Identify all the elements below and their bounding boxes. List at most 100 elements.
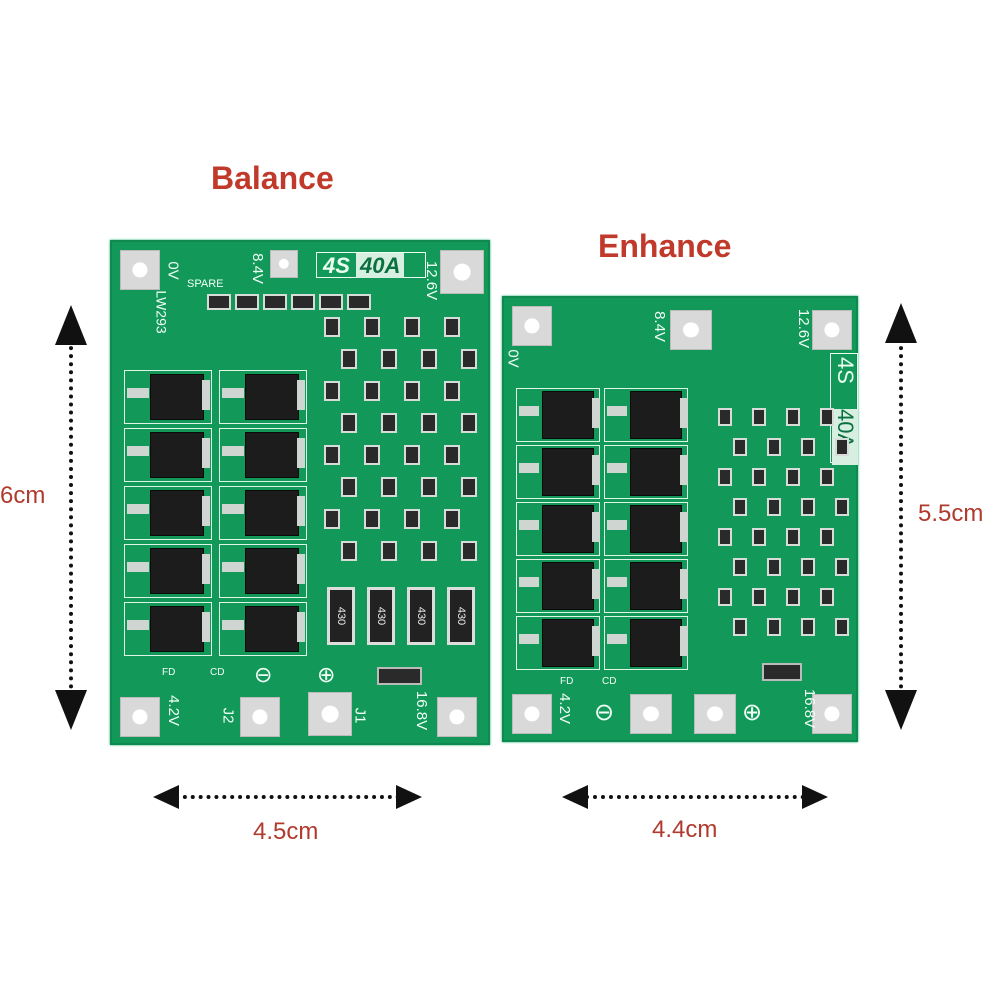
mosfet-lead <box>127 446 149 456</box>
mosfet-tab <box>297 496 305 526</box>
smd-component <box>341 541 357 561</box>
smd-component <box>364 381 380 401</box>
smd-component <box>718 528 732 546</box>
mosfet-lead <box>222 562 244 572</box>
mosfet <box>630 619 682 667</box>
mosfet-tab <box>297 554 305 584</box>
smd-component <box>381 541 397 561</box>
pad-16v8 <box>812 694 852 734</box>
pad-0v <box>512 306 552 346</box>
smd-component <box>381 349 397 369</box>
balance-label: Balance <box>211 160 334 196</box>
cd-label: CD <box>602 676 617 687</box>
mosfet <box>542 448 594 496</box>
fd-label: FD <box>162 667 176 678</box>
smd-component <box>444 445 460 465</box>
mosfet <box>245 490 299 536</box>
smd-component <box>444 381 460 401</box>
balance-bms-board: 0V 8.4V 12.6V 4S 40A SPARE LW293 4.2V J2… <box>110 240 490 745</box>
mosfet-outline <box>219 602 307 656</box>
smd-component <box>767 498 781 516</box>
smd-component <box>341 477 357 497</box>
smd-component <box>786 528 800 546</box>
mosfet-lead <box>519 406 539 416</box>
pad-4v2 <box>512 694 552 734</box>
mosfet <box>542 562 594 610</box>
smd-component <box>461 349 477 369</box>
mosfet-tab <box>297 612 305 642</box>
spare-label: SPARE <box>187 278 224 290</box>
mosfet-lead <box>607 463 627 473</box>
rating-badge: 4S 40A <box>316 252 426 278</box>
mosfet-tab <box>202 438 210 468</box>
pad-minus <box>630 694 672 734</box>
mosfet-outline <box>124 370 212 424</box>
mosfet-tab <box>592 512 600 542</box>
mosfet-outline <box>219 370 307 424</box>
mosfet-tab <box>592 626 600 656</box>
mosfet <box>150 606 204 652</box>
cd-label: CD <box>210 667 225 678</box>
smd-component <box>324 381 340 401</box>
smd-component <box>767 558 781 576</box>
enhance-bms-board: 0V 8.4V 12.6V 4S 40A 4.2V 16.8V ⊖ ⊕ FD C… <box>502 296 858 742</box>
mosfet <box>630 505 682 553</box>
smd-component <box>324 509 340 529</box>
pad-plus <box>308 692 352 736</box>
mosfet-tab <box>680 512 688 542</box>
diode <box>762 663 802 681</box>
left-height-label: 6cm <box>0 482 46 509</box>
label-0v: 0V <box>504 349 522 368</box>
pad-16v8 <box>437 697 477 737</box>
label-4v2: 4.2V <box>555 693 573 724</box>
mosfet-lead <box>519 520 539 530</box>
label-8v4: 8.4V <box>650 311 668 342</box>
smd-component <box>404 381 420 401</box>
mosfet-lead <box>127 388 149 398</box>
mosfet-lead <box>222 620 244 630</box>
smd-component <box>444 317 460 337</box>
smd-component <box>461 477 477 497</box>
smd-component <box>835 438 849 456</box>
mosfet <box>630 391 682 439</box>
mosfet-outline <box>124 428 212 482</box>
smd-component <box>404 509 420 529</box>
shunt-resistor: 430 <box>327 587 355 645</box>
smd-component <box>820 468 834 486</box>
smd-component <box>820 588 834 606</box>
smd-component <box>786 408 800 426</box>
mosfet <box>630 448 682 496</box>
mosfet-tab <box>680 626 688 656</box>
smd-component <box>341 349 357 369</box>
pad-0v <box>120 250 160 290</box>
mosfet-tab <box>297 438 305 468</box>
label-8v4: 8.4V <box>248 253 266 284</box>
mosfet-lead <box>519 463 539 473</box>
smd-component <box>801 618 815 636</box>
series-text: 4S <box>833 357 858 384</box>
mosfet-tab <box>202 496 210 526</box>
mosfet-tab <box>202 612 210 642</box>
fd-label: FD <box>560 676 574 687</box>
label-16v8: 16.8V <box>413 690 431 731</box>
smd-component <box>404 317 420 337</box>
pad-4v2 <box>120 697 160 737</box>
pad-12v6 <box>812 310 852 350</box>
mosfet-outline <box>219 544 307 598</box>
mosfet-outline <box>219 486 307 540</box>
model-label: LW293 <box>153 290 170 334</box>
smd-component <box>835 558 849 576</box>
mosfet-lead <box>127 562 149 572</box>
mosfet-tab <box>592 398 600 428</box>
smd-component <box>324 445 340 465</box>
mosfet <box>150 548 204 594</box>
smd-component <box>341 413 357 433</box>
mosfet-lead <box>127 504 149 514</box>
minus-symbol: ⊖ <box>594 699 615 726</box>
smd-component <box>752 588 766 606</box>
label-0v: 0V <box>164 261 182 280</box>
label-12v6: 12.6V <box>795 308 813 349</box>
mosfet-lead <box>222 504 244 514</box>
smd-component <box>364 509 380 529</box>
mosfet-tab <box>297 380 305 410</box>
